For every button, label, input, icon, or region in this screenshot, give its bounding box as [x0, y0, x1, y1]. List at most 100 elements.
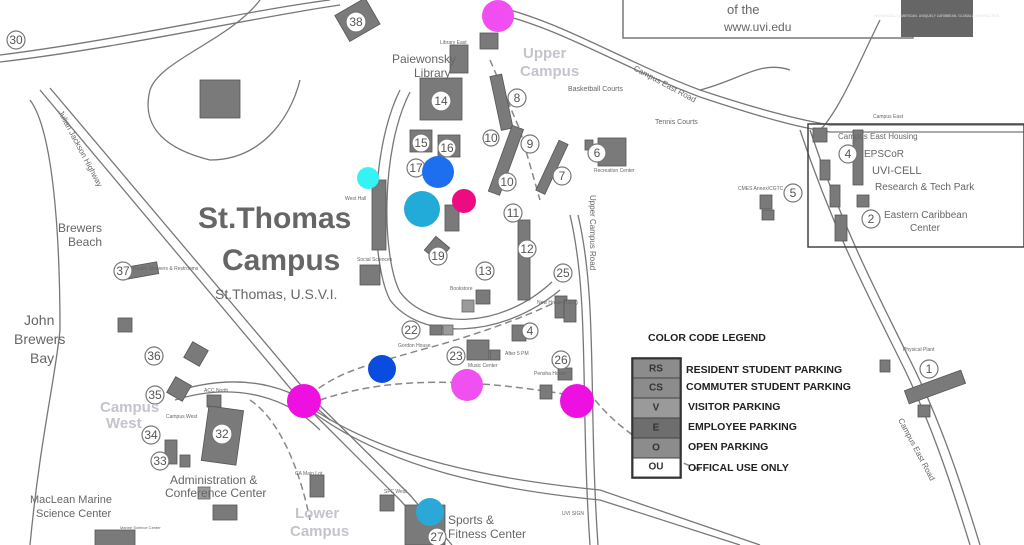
marker-dot[interactable] — [404, 191, 440, 227]
building-number[interactable]: 6 — [587, 143, 607, 163]
building-number[interactable]: 5 — [783, 183, 803, 203]
map-shape — [812, 127, 828, 143]
marker-dot[interactable] — [452, 189, 476, 213]
label-label: RESIDENT STUDENT PARKING — [686, 364, 842, 376]
legend-item-v: V VISITOR PARKING — [632, 397, 780, 419]
building-number[interactable]: 2 — [861, 209, 881, 229]
building-number[interactable]: 32 — [211, 423, 233, 445]
map-shape — [166, 376, 192, 402]
building-number[interactable]: 16 — [437, 138, 457, 158]
marker-dot[interactable] — [416, 498, 444, 526]
subtitle: St.Thomas, U.S.V.I. — [215, 286, 337, 302]
building-number[interactable]: 8 — [507, 88, 527, 108]
building-number[interactable]: 10 — [482, 129, 500, 147]
label-label: OPEN PARKING — [688, 441, 768, 453]
building-number[interactable]: 19 — [428, 246, 448, 266]
building-number[interactable]: 37 — [113, 261, 133, 281]
code-label: V — [653, 403, 660, 414]
upper-campus-road-label: Upper Campus Road — [588, 195, 597, 270]
map-shape — [444, 204, 460, 232]
building-number[interactable]: 4 — [521, 322, 539, 340]
map-shape — [903, 369, 967, 405]
header-partial-text: of the — [727, 2, 760, 17]
map-shape — [622, 0, 914, 39]
building-number[interactable]: 1 — [919, 359, 939, 379]
building-number[interactable]: 11 — [503, 203, 523, 223]
marker-dot[interactable] — [422, 156, 454, 188]
admin-line1-label: Administration & — [170, 473, 257, 487]
building-number[interactable]: 30 — [6, 30, 26, 50]
map-shape — [249, 399, 311, 521]
map-shape — [919, 359, 939, 379]
map-shape — [141, 425, 161, 445]
marker-dot[interactable] — [357, 167, 379, 189]
map-shape — [319, 381, 571, 401]
building-number[interactable]: 34 — [141, 425, 161, 445]
building-number[interactable]: 35 — [145, 385, 165, 405]
building-number[interactable]: 12 — [517, 239, 537, 259]
building-number[interactable]: 38 — [345, 11, 367, 33]
uvi-seal — [901, 0, 973, 37]
28-label: 33 — [153, 454, 167, 468]
building-number[interactable]: 27 — [427, 527, 447, 545]
map-shape — [206, 394, 222, 408]
marker-dot[interactable] — [287, 384, 321, 418]
building-number[interactable]: 36 — [144, 346, 164, 366]
22-label: 4 — [845, 147, 852, 161]
23-label: 2 — [868, 212, 875, 226]
building-number[interactable]: 13 — [475, 261, 495, 281]
5-label: 10 — [484, 131, 498, 145]
building-number[interactable]: 14 — [430, 90, 452, 112]
marker-dot[interactable] — [560, 384, 594, 418]
map-shape — [150, 451, 170, 471]
map-shape — [799, 129, 971, 545]
map-shape — [861, 209, 881, 229]
building-number[interactable]: 9 — [520, 134, 540, 154]
building-number[interactable]: 25 — [553, 263, 573, 283]
4-label: 16 — [440, 141, 454, 155]
map-shape — [183, 341, 209, 367]
east-housing-label: Campus East Housing — [838, 132, 918, 141]
marker-dot[interactable] — [482, 0, 514, 32]
building-number[interactable]: 17 — [406, 158, 426, 178]
map-shape — [179, 454, 191, 468]
campus-east-box — [807, 123, 1024, 248]
marker-dot[interactable] — [368, 355, 396, 383]
building-number[interactable]: 10 — [497, 172, 517, 192]
research-label: Research & Tech Park — [875, 182, 975, 193]
building-number[interactable]: 7 — [552, 166, 572, 186]
code-label: CS — [649, 383, 663, 394]
map-shape — [856, 194, 870, 208]
18-label: 23 — [449, 349, 463, 363]
map-shape — [430, 90, 452, 112]
building-number[interactable]: 15 — [411, 133, 431, 153]
epscor-label: EPSCoR — [864, 149, 904, 160]
gordon-house-label: Gordon House — [398, 343, 431, 349]
map-shape — [199, 79, 241, 119]
code-label: O — [652, 443, 660, 454]
31-label: 30 — [9, 33, 23, 47]
label-label: COMMUTER STUDENT PARKING — [686, 381, 851, 393]
ecc-line2-label: Center — [910, 223, 941, 234]
map-shape — [427, 527, 447, 545]
building-number[interactable]: 26 — [551, 350, 571, 370]
map-shape — [517, 219, 531, 301]
label-label: VISITOR PARKING — [688, 401, 780, 413]
building-number[interactable]: 22 — [401, 320, 421, 340]
map-shape — [539, 384, 553, 400]
16-label: 22 — [404, 323, 418, 337]
map-shape — [371, 179, 387, 251]
code-label: E — [653, 423, 660, 434]
marker-dot[interactable] — [451, 369, 483, 401]
map-shape — [429, 324, 443, 336]
map-shape — [632, 457, 681, 478]
2-label: 8 — [514, 91, 521, 105]
brewers-beach-line2-label: Beach — [68, 235, 102, 249]
building-number[interactable]: 33 — [150, 451, 170, 471]
admin-line2-label: Conference Center — [165, 486, 266, 500]
building-number[interactable]: 23 — [446, 346, 466, 366]
website-link[interactable]: www.uvi.edu — [723, 20, 791, 34]
building-number[interactable]: 4 — [838, 144, 858, 164]
